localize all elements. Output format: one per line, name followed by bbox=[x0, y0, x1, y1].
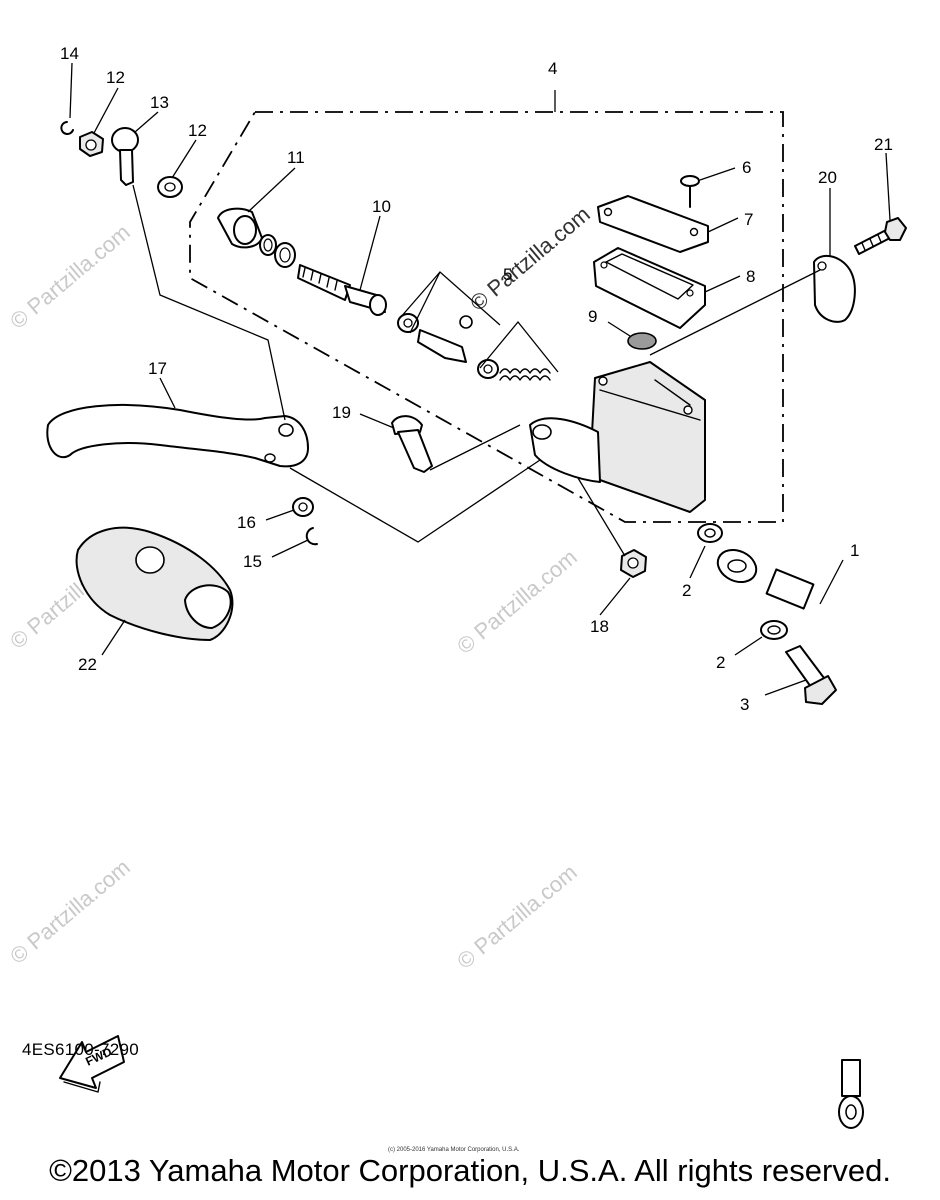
holder-clamp bbox=[813, 254, 856, 323]
callout-17: 17 bbox=[148, 359, 167, 378]
callout-20: 20 bbox=[818, 168, 837, 187]
circlip-upper bbox=[60, 121, 74, 135]
watermark-text: © Partzilla.com bbox=[5, 219, 135, 333]
callout-13: 13 bbox=[150, 93, 169, 112]
watermark-text: © Partzilla.com bbox=[452, 544, 582, 658]
callout-2: 2 bbox=[682, 581, 691, 600]
fwd-arrow-icon: FWD bbox=[59, 1035, 125, 1093]
callout-4: 4 bbox=[548, 59, 557, 78]
collar bbox=[157, 176, 183, 198]
lever-nut bbox=[620, 549, 647, 578]
reservoir-cap bbox=[597, 195, 709, 253]
piston-kit bbox=[397, 271, 559, 381]
callout-22: 22 bbox=[78, 655, 97, 674]
lever-cover bbox=[75, 526, 234, 641]
watermark-text: © Partzilla.com bbox=[465, 201, 595, 315]
copyright-notice: ©2013 Yamaha Motor Corporation, U.S.A. A… bbox=[49, 1153, 891, 1188]
locknut-upper bbox=[79, 131, 104, 157]
callout-11: 11 bbox=[287, 148, 305, 167]
callout-19: 19 bbox=[332, 403, 351, 422]
clutch-hose bbox=[664, 548, 887, 1129]
diagram-code: 4ES6100-7290 bbox=[22, 1040, 140, 1059]
callout-15: 15 bbox=[243, 552, 262, 571]
callout-leaders bbox=[69, 62, 891, 696]
callout-12: 12 bbox=[188, 121, 207, 140]
damper bbox=[627, 332, 657, 350]
callout-10: 10 bbox=[372, 197, 391, 216]
circlip-lower bbox=[305, 527, 318, 546]
pivot-bolt bbox=[111, 127, 139, 186]
union-bolt bbox=[785, 645, 837, 705]
assembly-boundary bbox=[189, 111, 784, 523]
fine-print: (c) 2005-2016 Yamaha Motor Corporation, … bbox=[388, 1147, 520, 1153]
callout-2: 2 bbox=[716, 653, 725, 672]
cap-screw bbox=[680, 175, 700, 208]
callout-1: 1 bbox=[850, 541, 859, 560]
master-cylinder-body bbox=[529, 361, 706, 513]
watermark-text: © Partzilla.com bbox=[5, 854, 135, 968]
callout-8: 8 bbox=[746, 267, 755, 286]
callout-3: 3 bbox=[740, 695, 749, 714]
callout-7: 7 bbox=[744, 210, 753, 229]
diaphragm bbox=[593, 247, 706, 329]
callout-21: 21 bbox=[874, 135, 893, 154]
lever-pivot-bolt bbox=[391, 415, 433, 473]
watermark-text: © Partzilla.com bbox=[452, 859, 582, 973]
hose-ferrule bbox=[765, 568, 815, 610]
callout-6: 6 bbox=[742, 158, 751, 177]
callout-18: 18 bbox=[590, 617, 609, 636]
callout-9: 9 bbox=[588, 307, 597, 326]
callout-14: 14 bbox=[60, 44, 79, 63]
hose-ferrule-lower bbox=[841, 1059, 861, 1097]
callout-16: 16 bbox=[237, 513, 256, 532]
callout-12: 12 bbox=[106, 68, 125, 87]
clamp-bolt bbox=[854, 217, 907, 255]
assembly-lines bbox=[132, 90, 821, 557]
callout-5: 5 bbox=[503, 265, 512, 284]
clutch-lever bbox=[46, 404, 309, 468]
push-rod bbox=[297, 264, 387, 316]
dust-boot bbox=[217, 207, 296, 268]
callout-numbers: 1 2 2 3 4 5 6 7 8 9 10 11 12 12 13 14 15… bbox=[60, 44, 893, 714]
